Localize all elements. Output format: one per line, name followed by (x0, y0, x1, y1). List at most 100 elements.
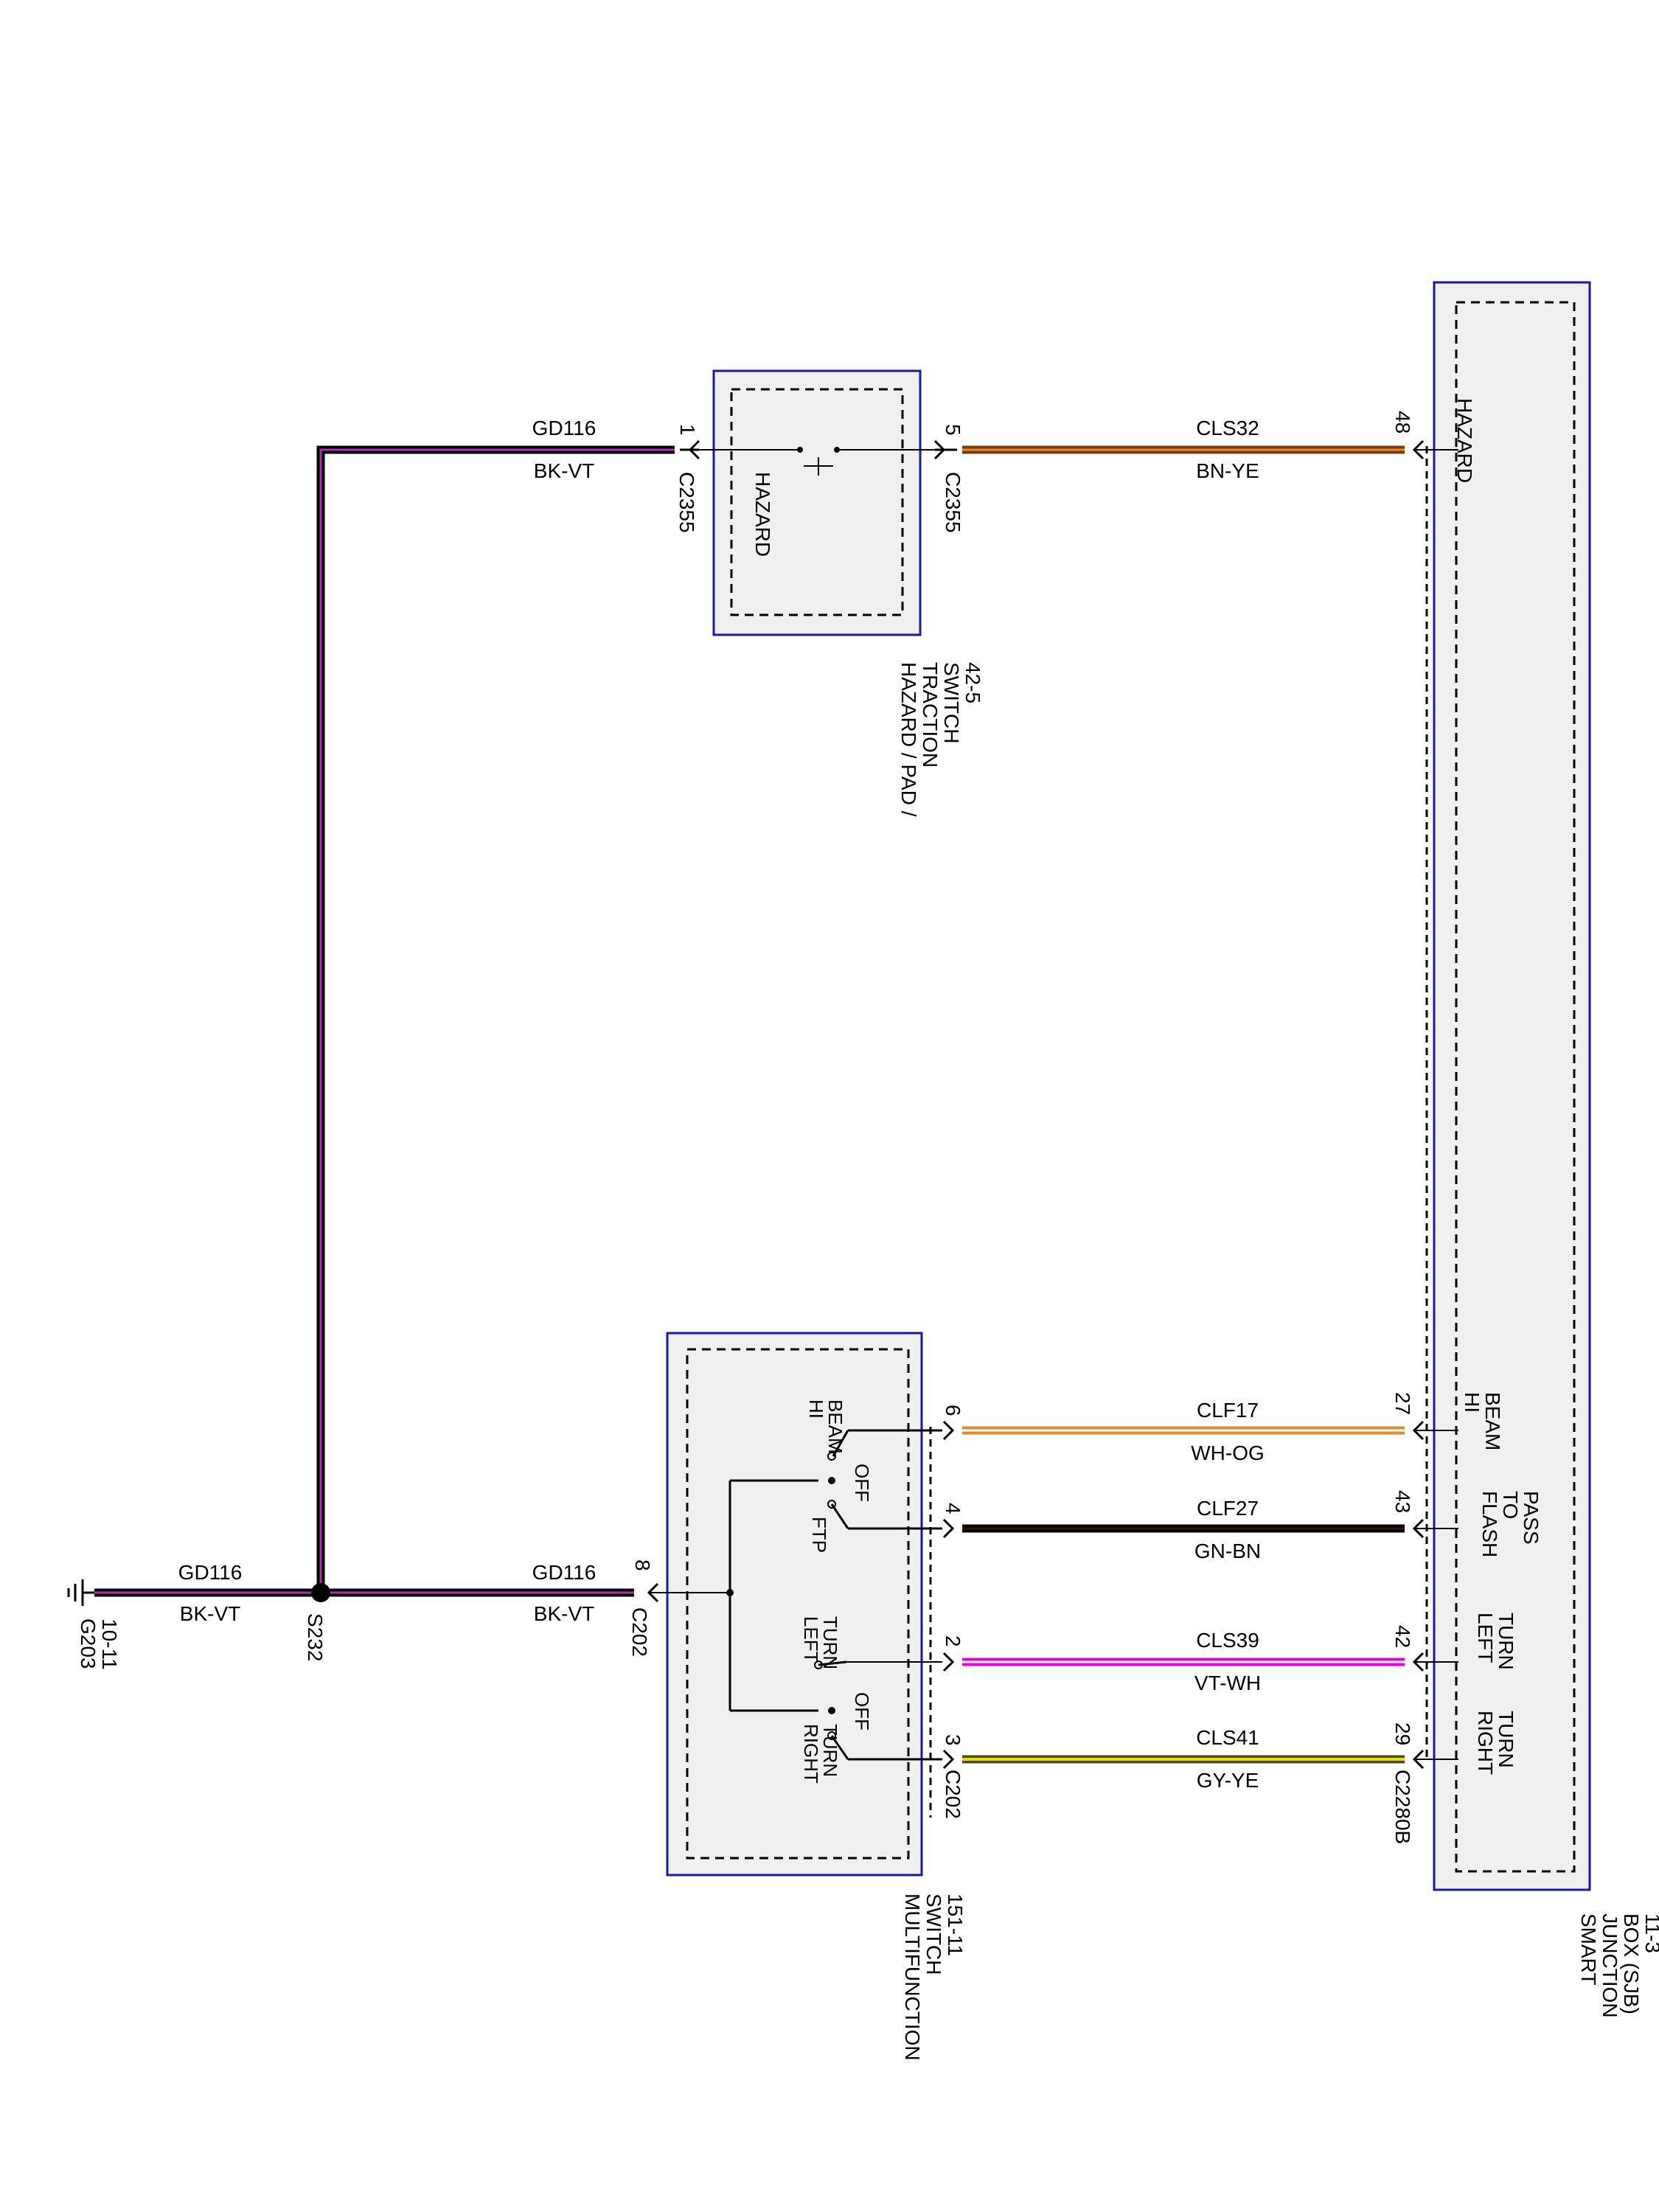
sjb-pin-labels: HAZARD HIBEAM FLASHTOPASS LEFTTURN RIGHT… (1453, 398, 1543, 1775)
hazard-ground-connector-icon (680, 439, 700, 460)
mfs-pos-right-turn: RIGHTTURN (800, 1724, 841, 1784)
wire-mfs-ground-color: BK-VT (534, 1602, 594, 1625)
hazard-connector-sjb-side: C2355 (942, 472, 964, 533)
mfs-pin-hi-beam: 6 (942, 1405, 964, 1416)
mfs-wiper-left-turn (818, 1660, 847, 1666)
splice-s232: S232 (304, 1583, 330, 1661)
mfs-ground-junction (726, 1589, 734, 1596)
hazard-contact-left (797, 447, 803, 453)
wire-right-turn: CLS41 GY-YE (962, 1726, 1405, 1792)
mfs-right-turn-connector-icon (942, 1749, 955, 1770)
sjb-connector-id: C2280B (1391, 1770, 1414, 1844)
mfs-wiper-hi-beam (832, 1430, 849, 1457)
ground-symbol-icon (67, 1579, 94, 1606)
sjb-left-turn-connector-icon (1412, 1652, 1458, 1672)
sjb-pin-flash-to-pass: 43 (1391, 1490, 1414, 1513)
mfs-contact-hi-beam (827, 1452, 836, 1461)
mfs-wiper-right-turn (830, 1735, 849, 1760)
mfs-contact-right-turn (827, 1731, 836, 1740)
wire-flash-to-pass: CLF27 GN-BN (962, 1497, 1405, 1562)
sjb-right-turn-connector-icon (1412, 1749, 1458, 1770)
mfs-ftp-connector-icon (942, 1518, 955, 1539)
wire-hazard-sjb: CLS32 BN-YE (962, 417, 1405, 482)
wire-ground-lead-color: BK-VT (180, 1602, 240, 1625)
wire-flash-to-pass-circuit: CLF27 (1197, 1497, 1259, 1520)
mfs-hi-beam-connector-icon (942, 1420, 955, 1441)
sjb-pin-hi-beam: 27 (1391, 1392, 1414, 1415)
mfs-contact-off-lower (828, 1707, 835, 1714)
sjb-label-flash-to-pass: FLASHTOPASS (1478, 1491, 1543, 1557)
wire-left-turn: CLS39 VT-WH (962, 1629, 1405, 1694)
smart-junction-box: HAZARD HIBEAM FLASHTOPASS LEFTTURN RIGHT… (1391, 281, 1659, 2023)
hazard-switch-name: HAZARD / PAD / TRACTION SWITCH 42-5 (897, 662, 984, 822)
sjb-hi-beam-connector-icon (1412, 1420, 1458, 1441)
mfs-pin-ftp: 4 (942, 1503, 964, 1514)
multifunction-switch: HIBEAM OFF FTP LEFTTURN OFF RIGHTTURN MU… (628, 1332, 967, 2066)
mfs-connector-sjb-side: C202 (942, 1770, 964, 1819)
wire-right-turn-color: GY-YE (1197, 1769, 1259, 1792)
hazard-switch-inner-dashed (730, 388, 904, 616)
mfs-pos-left-turn: LEFTTURN (800, 1616, 841, 1669)
mfs-wiper-ftp (830, 1503, 849, 1529)
wire-hazard-ground-path (316, 445, 675, 1593)
sjb-pin-left-turn: 42 (1391, 1625, 1414, 1648)
sjb-hazard-connector-icon (1412, 439, 1458, 460)
connector-symbols (647, 439, 1458, 1770)
wire-left-turn-color: VT-WH (1194, 1672, 1261, 1694)
mfs-pos-off-upper: OFF (851, 1464, 873, 1502)
sjb-inner-dashed (1455, 301, 1576, 1873)
sjb-pin-hazard: 48 (1391, 411, 1414, 434)
mfs-contact-off-upper (828, 1477, 835, 1484)
wire-ground-lead: GD116 BK-VT (94, 1561, 321, 1625)
mfs-ground-connector-icon (647, 1582, 659, 1603)
sjb-name: SMART JUNCTION BOX (SJB) 11-3 13-30 (1577, 1913, 1659, 2023)
sjb-pin-right-turn: 29 (1391, 1722, 1414, 1745)
hazard-connector-ground-side: C2355 (675, 472, 698, 533)
wire-ground-lead-circuit: GD116 (178, 1561, 243, 1584)
hazard-switch: HAZARD HAZARD / PAD / TRACTION SWITCH 42… (675, 369, 984, 822)
sjb-ftp-connector-icon (1412, 1518, 1458, 1539)
mfs-pin-left-turn: 2 (942, 1635, 964, 1647)
hazard-pin-ground: 1 (676, 424, 699, 436)
ground-label: G203 10-11 (77, 1618, 121, 1674)
mfs-pin-ground: 8 (631, 1559, 654, 1571)
sjb-label-right-turn: RIGHTTURN (1474, 1711, 1517, 1775)
hazard-switch-outline (712, 369, 922, 636)
wire-hi-beam-color: WH-OG (1191, 1441, 1265, 1464)
mfs-pin-right-turn: 3 (942, 1734, 964, 1746)
mfs-inner-dashed (686, 1348, 910, 1860)
sjb-label-hi-beam: HIBEAM (1461, 1392, 1504, 1450)
sjb-label-hazard: HAZARD (1453, 398, 1476, 483)
sjb-pin-numbers: 48 27 43 42 29 (1391, 411, 1414, 1745)
sjb-outline (1433, 281, 1591, 1891)
mfs-name: MULTIFUNCTION SWITCH 151-11 (901, 1893, 967, 2066)
hazard-sjb-connector-icon (933, 439, 957, 460)
splice-id: S232 (304, 1613, 327, 1661)
mfs-pos-off-lower: OFF (851, 1692, 873, 1731)
wire-mfs-ground-circuit: GD116 (532, 1561, 597, 1584)
wire-left-turn-circuit: CLS39 (1196, 1629, 1259, 1652)
wire-right-turn-circuit: CLS41 (1196, 1726, 1259, 1749)
ground-g203: G203 10-11 (67, 1579, 121, 1674)
mfs-outline (666, 1332, 923, 1877)
hazard-contact-right (834, 447, 840, 453)
wire-hazard-sjb-color: BN-YE (1196, 459, 1259, 482)
wire-hi-beam-circuit: CLF17 (1197, 1399, 1259, 1422)
mfs-left-turn-connector-icon (942, 1652, 955, 1672)
wire-hazard-ground: GD116 BK-VT (316, 417, 675, 1593)
wire-hi-beam: CLF17 WH-OG (962, 1399, 1405, 1464)
wire-hazard-ground-circuit: GD116 (532, 417, 597, 439)
wire-mfs-ground: GD116 BK-VT (321, 1561, 634, 1625)
sjb-label-left-turn: LEFTTURN (1474, 1613, 1517, 1670)
hazard-switch-inner-label: HAZARD (751, 472, 774, 557)
wire-hazard-sjb-circuit: CLS32 (1196, 417, 1259, 439)
mfs-pos-ftp: FTP (808, 1517, 830, 1553)
splice-dot (311, 1583, 330, 1602)
mfs-connector-ground-side: C202 (628, 1607, 651, 1657)
mfs-contact-ftp (827, 1500, 836, 1509)
mfs-pos-hi-beam: HIBEAM (805, 1399, 846, 1454)
wire-flash-to-pass-color: GN-BN (1194, 1540, 1261, 1562)
wire-hazard-ground-tracer (319, 448, 675, 1593)
wire-hazard-ground-color: BK-VT (534, 459, 594, 482)
